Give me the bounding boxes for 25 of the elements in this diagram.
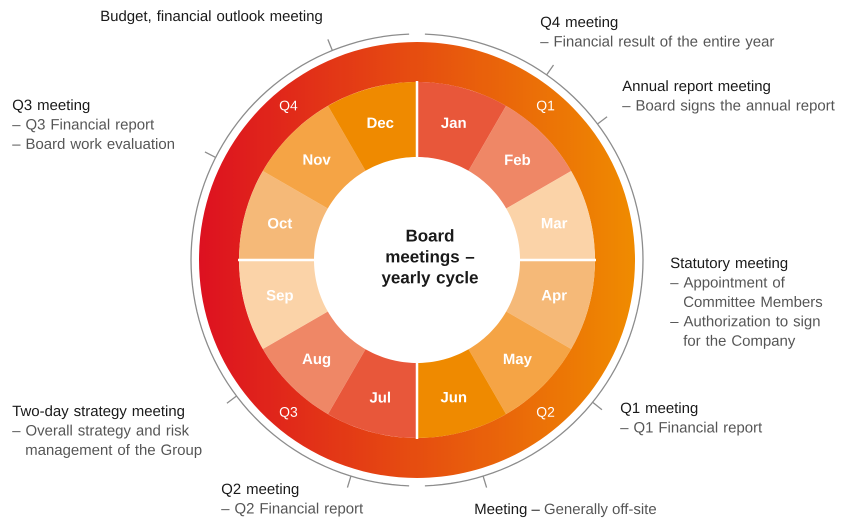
meeting-note: – Board work evaluation [12, 138, 174, 150]
meeting-note: Generally off-site [544, 503, 656, 518]
meeting-title: Q1 meeting [620, 402, 698, 416]
meeting-title: Q4 meeting [540, 16, 618, 30]
meeting-note: – Board signs the annual report [622, 100, 835, 114]
month-segment: Jan [417, 82, 506, 171]
meeting-note: – Q3 Financial report [12, 118, 154, 133]
meeting-note: – Q1 Financial report [620, 422, 762, 436]
month-segment: Apr [506, 260, 595, 349]
meeting-title: Q3 meeting [12, 99, 90, 114]
meeting-title: Statutory meeting [670, 257, 788, 272]
month-segment: Mar [506, 171, 595, 260]
meeting-title: Budget, financial outlook meeting [101, 10, 322, 24]
meeting-note: – Financial result of the entire year [540, 36, 774, 50]
month-segment: Sep [239, 260, 328, 349]
meeting-title: Meeting – [475, 503, 540, 518]
center-title: Board meetings – yearly cycle [382, 229, 478, 287]
meeting-note: – Q2 Financial report [221, 502, 364, 517]
month-segment: Oct [239, 171, 328, 260]
meeting-title: Two-day strategy meeting [12, 405, 184, 420]
meeting-title: Annual report meeting [622, 80, 770, 94]
meeting-note: – Overall strategy and risk management of the Group [12, 424, 202, 458]
meeting-title: Q2 meeting [222, 483, 298, 498]
meeting-note: – Authorization to sign for the Company [670, 315, 820, 349]
meeting-note: – Appointment of Committee Members [670, 276, 822, 308]
